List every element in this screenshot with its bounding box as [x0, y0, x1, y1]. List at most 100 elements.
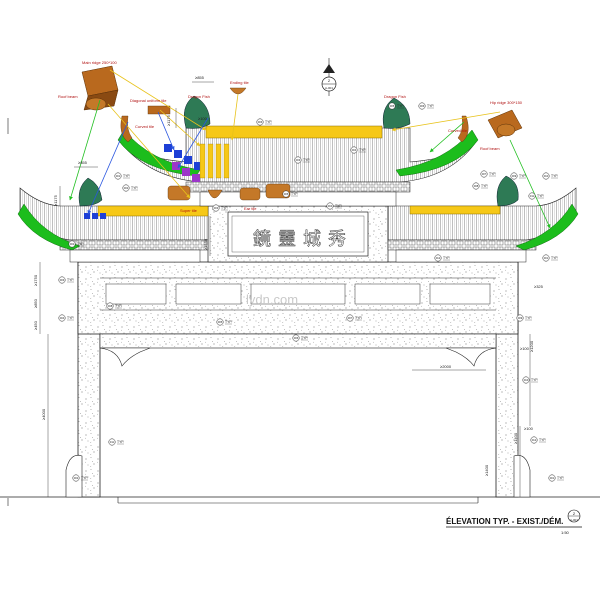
tag-typ: TYP. — [67, 316, 74, 320]
tag-typ: TYP. — [265, 120, 272, 124]
right-corner-bracket — [445, 347, 497, 367]
sheet-number: 2 — [573, 511, 576, 516]
tag-number: 012 — [532, 438, 537, 442]
pointer-arrows — [69, 69, 551, 229]
roof-beam-log — [85, 97, 107, 111]
left-corner-bracket — [99, 347, 151, 367]
left-side-roof — [17, 177, 209, 263]
dim-right-offset-2: ≥100 — [520, 346, 530, 351]
tag-number: 004 — [60, 316, 65, 320]
tag-number: 003 — [214, 206, 219, 210]
tag-number: 009 — [518, 316, 523, 320]
gate-structure — [0, 261, 600, 504]
tag-number: 005 — [284, 192, 289, 196]
drawing-title: ÉLEVATION TYP. - EXIST./DÉM. — [446, 517, 563, 526]
tag-number: 009 — [512, 174, 517, 178]
plaque-char-1: 鏡 — [253, 229, 271, 249]
dim-side-height-2: ≥850 — [33, 298, 38, 308]
tag-typ: TYP. — [355, 316, 362, 320]
label-roof-beam: Roof beam — [58, 94, 78, 99]
label-curved-tile-right: Curved tile — [448, 128, 468, 133]
name-plaque: 鏡 靈 城 秀 — [207, 205, 389, 263]
main-yellow-ridge — [205, 125, 383, 139]
section-marker-sheet: A-001 — [325, 86, 333, 90]
tag-number: 011 — [110, 440, 115, 444]
tag-typ: TYP. — [525, 316, 532, 320]
tag-typ: TYP. — [123, 174, 130, 178]
tag-number: 006 — [258, 120, 263, 124]
tag-number: 006 — [420, 104, 425, 108]
label-dragon-fish-right: Dragon Fish — [384, 94, 406, 99]
tag-number: 006 — [294, 336, 299, 340]
upper-right-green-ridge — [395, 129, 479, 177]
label-curved-tile: Curved tile — [135, 124, 155, 129]
curved-tile-right — [457, 115, 469, 143]
plaque-char-4: 秀 — [328, 229, 346, 249]
component-details — [81, 65, 523, 201]
tag-typ: TYP. — [519, 174, 526, 178]
tag-number: 010 — [544, 174, 549, 178]
dim-right-vertical-2: ≥1400 — [513, 432, 518, 444]
tag-typ: TYP. — [427, 104, 434, 108]
dim-right-vertical-1: ≥1200 — [529, 340, 534, 352]
section-marker: 2 A-001 — [321, 58, 337, 96]
tag-typ: TYP. — [81, 476, 88, 480]
tag-typ: TYP. — [221, 206, 228, 210]
dimension-lines — [39, 81, 531, 497]
plaque-char-3: 城 — [303, 229, 321, 249]
diagonal-tile-piece — [147, 105, 171, 115]
label-diagonal-tile: Diagonal uniform tile — [130, 98, 167, 103]
tag-number: 002 — [74, 476, 79, 480]
tag-number: 012 — [436, 256, 441, 260]
label-main-ridge: Main ridge 250*100 — [82, 60, 117, 65]
component-labels: Main ridge 250*100 Roof beam Diagonal un… — [58, 60, 523, 213]
dim-upper-width: ≥855 — [195, 75, 205, 80]
super-tile-piece — [167, 185, 191, 201]
dim-left-width: ≥855 — [78, 160, 88, 165]
label-hip-ridge: Hip ridge 300*150 — [490, 100, 523, 105]
upper-left-dragon-fish — [184, 95, 211, 129]
tag-typ: TYP. — [67, 278, 74, 282]
dim-plaque-height: ≥1550 — [203, 238, 208, 250]
tag-typ: TYP. — [115, 304, 122, 308]
tag-typ: TYP. — [539, 438, 546, 442]
tag-typ: TYP. — [77, 242, 84, 246]
tag-typ: TYP. — [531, 378, 538, 382]
tag-typ: TYP. — [225, 320, 232, 324]
tag-typ: TYP. — [557, 476, 564, 480]
label-ear-tile: Ear tile — [244, 206, 257, 211]
tag-number: 004 — [352, 148, 357, 152]
tag-typ: TYP. — [131, 186, 138, 190]
tag-typ: TYP. — [551, 174, 558, 178]
tag-typ: TYP. — [291, 192, 298, 196]
tag-typ: TYP. — [551, 256, 558, 260]
label-super-tile: Super tile — [180, 208, 198, 213]
dim-top-small: ≥100 — [198, 116, 208, 121]
tag-number: 007 — [482, 172, 487, 176]
tag-typ: TYP. — [481, 184, 488, 188]
tag-typ: TYP. — [489, 172, 496, 176]
